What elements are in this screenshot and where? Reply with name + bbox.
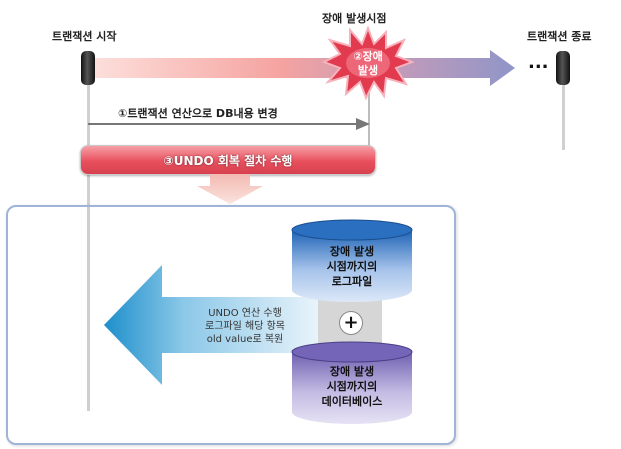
plus-icon: + [339,311,363,335]
log-file-line2: 시점까지의 [326,260,378,273]
failure-burst-line1: ②장애 [353,50,383,63]
continuation-ellipsis: ... [528,52,549,73]
database-line1: 장애 발생 [329,365,375,378]
log-file-line1: 장애 발생 [329,245,375,258]
restore-line2: 로그파일 해당 항목 [205,321,285,332]
transaction-timeline-arrow [90,50,515,86]
database-cylinder [291,341,413,424]
log-file-label: 장애 발생 시점까지의 로그파일 [292,244,412,289]
failure-burst-icon [322,26,414,100]
restore-line3: old value로 복원 [206,334,284,345]
failure-burst-label: ②장애 발생 [342,50,394,78]
tx-start-label: 트랜잭션 시작 [52,30,117,43]
tx-start-marker [81,51,95,85]
database-label: 장애 발생 시점까지의 데이터베이스 [292,364,412,409]
end-timeline [562,82,565,150]
failure-timeline [368,90,370,148]
undo-recovery-bar: ③UNDO 회복 절차 수행 [80,145,376,175]
start-timeline-lower [87,207,90,411]
step1-arrow [88,118,370,130]
plus-symbol: + [343,312,359,333]
restore-arrow [104,265,332,385]
database-line3: 데이터베이스 [321,395,383,408]
failure-burst-line2: 발생 [357,64,379,77]
tx-end-marker [556,51,570,85]
restore-description: UNDO 연산 수행 로그파일 해당 항목 old value로 복원 [180,307,310,346]
failure-point-label: 장애 발생시점 [322,12,387,25]
step3-label: ③UNDO 회복 절차 수행 [163,153,293,168]
restore-line1: UNDO 연산 수행 [208,308,282,319]
database-line2: 시점까지의 [326,380,378,393]
down-arrow [197,174,263,204]
log-file-line3: 로그파일 [331,275,373,288]
tx-end-label: 트랜잭션 종료 [527,30,592,43]
step1-label: ①트랜잭션 연산으로 DB내용 변경 [118,107,278,120]
log-file-cylinder [291,219,413,302]
